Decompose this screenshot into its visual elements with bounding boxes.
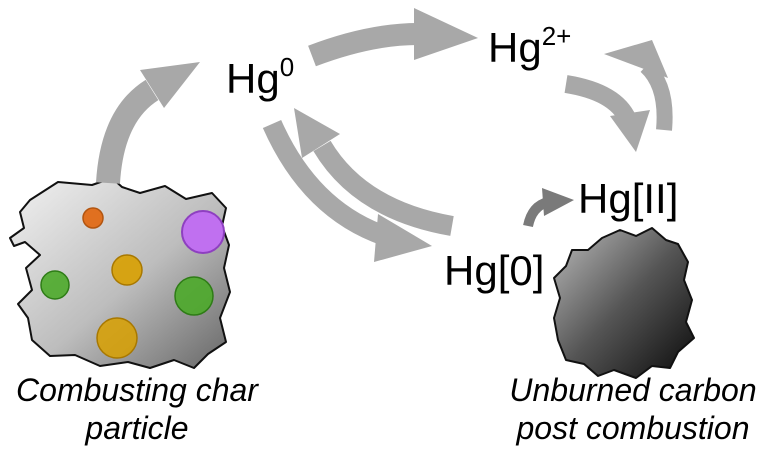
arrowhead-bound-hgII-to-hg2	[604, 40, 668, 78]
label-hg0-gas-base: Hg	[226, 55, 280, 102]
arrow-bound-hg0-to-hg0	[313, 140, 454, 236]
caption-unburned-carbon: Unburned carbon post combustion	[496, 371, 770, 447]
green-spot-left	[40, 270, 70, 300]
caption-char-particle: Combusting char particle	[2, 371, 272, 447]
arrow-hg0-to-hg2	[308, 23, 419, 67]
arrowhead-bound-hg0-to-hg0	[294, 108, 340, 158]
label-hg2-gas: Hg2+	[488, 23, 571, 71]
label-hg0-gas: Hg0	[226, 54, 294, 102]
arrowhead-hg0-to-bound-hg0	[374, 214, 432, 262]
label-hg2-gas-base: Hg	[488, 24, 542, 71]
arrowhead-char-to-hg0	[140, 62, 200, 108]
label-bound-hgII: Hg[II]	[578, 175, 679, 222]
amber-spot-lower	[96, 317, 138, 359]
reaction-arrows	[96, 8, 673, 262]
arrow-hg2-to-bound-hgII	[564, 75, 637, 125]
caption-char-line2: particle	[85, 410, 189, 446]
unburned-carbon-particle	[553, 227, 695, 379]
arrowhead-bound-hg0-to-bound-hgII	[542, 188, 574, 216]
arrowhead-hg2-to-bound-hgII	[610, 110, 650, 152]
arrowhead-hg0-to-hg2	[414, 8, 478, 60]
label-hg0-gas-sup: 0	[279, 52, 295, 82]
arrow-char-to-hg0	[96, 79, 159, 184]
amber-spot-upper	[111, 254, 143, 286]
caption-carbon-line2: post combustion	[516, 410, 750, 446]
char-particle	[9, 177, 231, 369]
label-hg2-gas-sup: 2+	[541, 21, 572, 51]
label-bound-hg0: Hg[0]	[444, 247, 545, 294]
purple-spot	[181, 210, 225, 254]
caption-carbon-line1: Unburned carbon	[509, 372, 757, 408]
caption-char-line1: Combusting char	[16, 372, 258, 408]
arrow-hg0-to-bound-hg0	[262, 119, 389, 246]
orange-spot	[82, 207, 104, 229]
green-spot-right	[174, 276, 214, 316]
